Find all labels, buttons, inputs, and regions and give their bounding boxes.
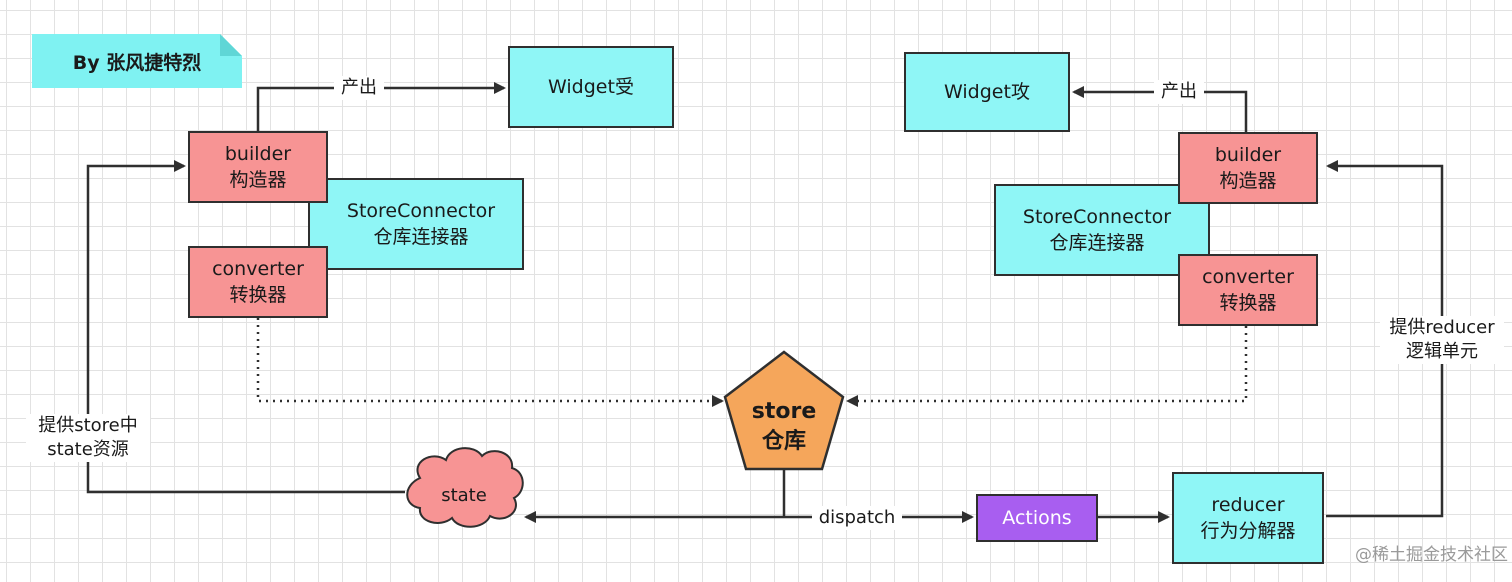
store-line1: store: [751, 399, 817, 424]
left-state-label: 提供store中 state资源: [26, 414, 150, 462]
right-converter-box: converter 转换器: [1178, 254, 1318, 326]
actions-box: Actions: [976, 494, 1098, 542]
right-reducer-label: 提供reducer 逻辑单元: [1380, 316, 1504, 364]
left-connector-line2: 仓库连接器: [373, 226, 469, 248]
left-state-label-line2: state资源: [47, 439, 129, 460]
left-converter-dotted-arrow: [256, 318, 724, 407]
left-builder-line1: builder: [224, 143, 292, 165]
right-produce-label: 产出: [1154, 80, 1204, 104]
left-widget-box: Widget受: [508, 46, 674, 128]
author-note-shape: [32, 34, 242, 88]
right-reducer-label-line2: 逻辑单元: [1406, 341, 1478, 362]
left-produce-arrow: [256, 82, 506, 132]
left-store-connector-box: StoreConnector 仓库连接器: [308, 178, 524, 270]
right-connector-line2: 仓库连接器: [1049, 232, 1145, 254]
store-line2: 仓库: [761, 429, 806, 454]
left-state-label-line1: 提供store中: [38, 415, 138, 436]
right-builder-line1: builder: [1214, 144, 1282, 166]
right-widget-box: Widget攻: [904, 52, 1070, 132]
left-converter-line2: 转换器: [229, 284, 287, 306]
actions-label: Actions: [1002, 507, 1072, 529]
left-converter-box: converter 转换器: [188, 246, 328, 318]
right-converter-line1: converter: [1202, 266, 1294, 288]
left-state-arrow: [86, 160, 405, 494]
author-note-fold: [220, 34, 242, 56]
store-label: store 仓库: [725, 392, 843, 462]
right-builder-line2: 构造器: [1219, 170, 1277, 192]
reducer-line2: 行为分解器: [1200, 520, 1296, 542]
left-converter-line1: converter: [212, 258, 304, 280]
right-converter-line2: 转换器: [1219, 292, 1277, 314]
right-converter-dotted-arrow: [846, 326, 1248, 407]
left-widget-label: Widget受: [548, 76, 634, 98]
dispatch-label: dispatch: [812, 506, 902, 530]
right-widget-label: Widget攻: [944, 81, 1030, 103]
right-store-connector-box: StoreConnector 仓库连接器: [994, 184, 1210, 276]
reducer-box: reducer 行为分解器: [1172, 472, 1324, 564]
right-connector-line1: StoreConnector: [1022, 206, 1172, 228]
left-builder-box: builder 构造器: [188, 131, 328, 203]
right-produce-arrow: [1072, 86, 1248, 132]
store-pentagon: [723, 350, 845, 471]
right-reducer-label-line1: 提供reducer: [1389, 317, 1495, 338]
right-builder-box: builder 构造器: [1178, 132, 1318, 204]
state-label: state: [441, 484, 487, 506]
watermark: @稀土掘金技术社区: [1355, 545, 1508, 565]
author-note: By 张风捷特烈: [72, 51, 202, 74]
left-builder-line2: 构造器: [229, 169, 287, 191]
reducer-line1: reducer: [1211, 494, 1285, 516]
left-produce-label: 产出: [334, 76, 384, 100]
left-connector-line1: StoreConnector: [346, 200, 496, 222]
state-cloud: [406, 447, 524, 528]
